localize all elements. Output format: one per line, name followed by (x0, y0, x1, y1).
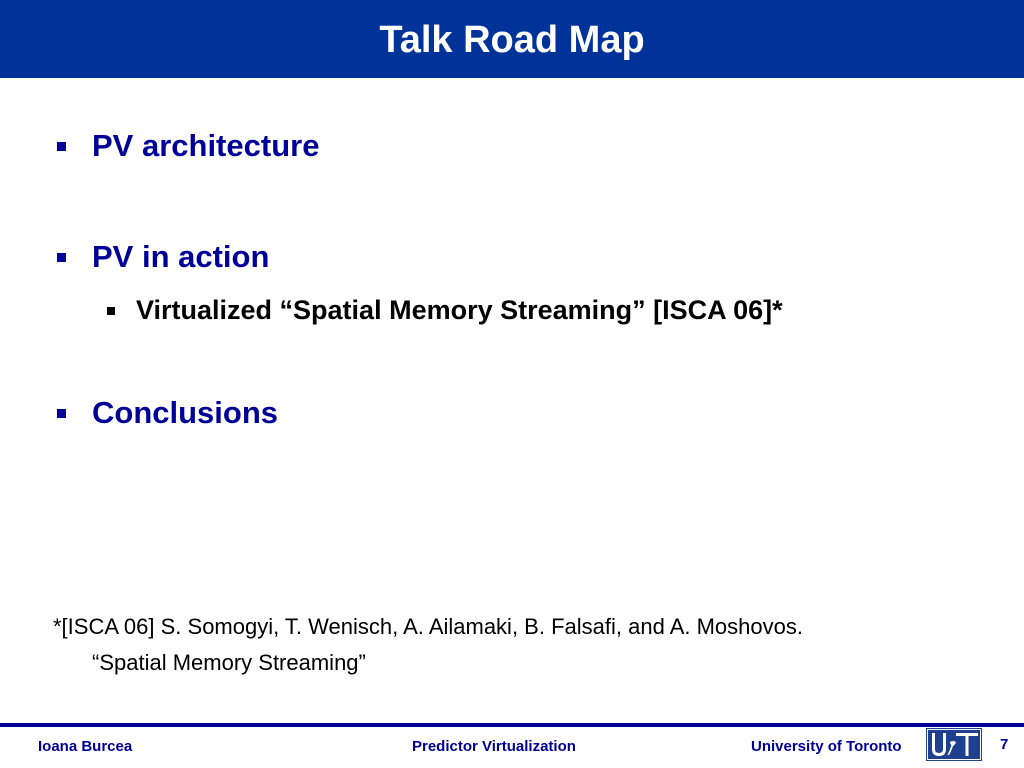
square-bullet-icon (57, 408, 66, 418)
footnote-line-2: “Spatial Memory Streaming” (92, 650, 366, 675)
footnote-line-1: *[ISCA 06] S. Somogyi, T. Wenisch, A. Ai… (53, 614, 803, 639)
bullet-text: PV architecture (92, 128, 320, 163)
footer-topic: Predictor Virtualization (412, 738, 576, 755)
sub-bullet-text: Virtualized “Spatial Memory Streaming” [… (136, 295, 783, 325)
footnote: *[ISCA 06] S. Somogyi, T. Wenisch, A. Ai… (53, 609, 983, 681)
bullet-item-pv-architecture: PV architecture (57, 128, 319, 164)
title-bar (0, 0, 1024, 78)
square-bullet-icon (57, 252, 66, 262)
footer-institution: University of Toronto (751, 738, 902, 755)
page-number: 7 (1000, 736, 1009, 753)
square-bullet-icon (107, 306, 115, 315)
bullet-text: Conclusions (92, 395, 279, 430)
square-bullet-icon (57, 141, 66, 151)
university-of-toronto-logo-icon (926, 728, 982, 761)
sub-bullet-item-virtualized-sms: Virtualized “Spatial Memory Streaming” [… (107, 295, 783, 326)
bullet-item-pv-in-action: PV in action (57, 239, 269, 275)
bullet-text: PV in action (92, 239, 270, 274)
footer-divider (0, 723, 1024, 727)
footer-author: Ioana Burcea (38, 738, 133, 755)
slide-title: Talk Road Map (379, 19, 645, 61)
bullet-item-conclusions: Conclusions (57, 395, 278, 431)
